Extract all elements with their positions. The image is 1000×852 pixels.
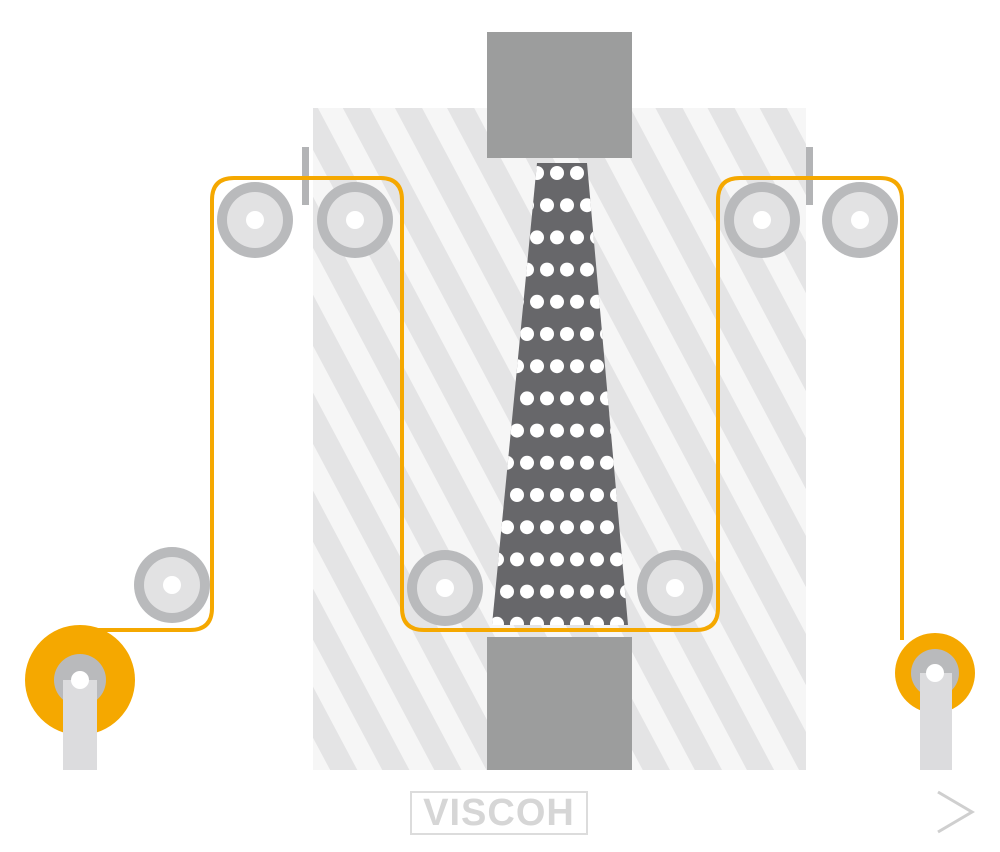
perforation-hole [550,423,564,438]
perforation-hole [540,584,554,599]
perforation-hole [590,616,604,625]
perforation-hole [570,230,584,245]
perforation-hole [570,423,584,438]
perforation-hole [590,552,604,567]
perforation-hole [510,616,524,625]
perforation-hole [540,262,554,277]
perforation-hole [600,584,614,599]
perforation-hole [530,423,544,438]
perforation-hole [520,520,534,535]
perforation-hole [540,198,554,213]
perforation-hole [570,552,584,567]
perforation-hole [610,616,624,625]
perforation-hole [560,327,574,341]
perforation-hole [540,455,554,470]
perforation-hole [520,391,534,406]
perforation-hole [540,520,554,535]
guide-roller [134,547,210,623]
perforation-hole [550,166,564,180]
guide-roller [407,550,483,626]
perforation-hole [580,262,594,277]
perforation-hole [510,552,524,567]
perforation-hole [550,488,564,502]
perforation-hole [550,359,564,374]
web-path [80,176,904,640]
perforation-hole [590,488,604,502]
perforation-hole [520,455,534,470]
perforation-hole [560,584,574,599]
perforation-hole [500,520,514,535]
perforation-hole [530,616,544,625]
guide-roller [637,550,713,626]
perforation-hole [610,552,624,567]
perforation-hole [500,584,514,599]
perforation-hole [540,327,554,341]
perforation-hole [510,423,524,438]
perforation-hole [580,455,594,470]
perforation-hole [550,552,564,567]
guide-roller [724,182,800,258]
perforation-hole [550,230,564,245]
guide-roller [822,182,898,258]
perforation-hole [530,488,544,502]
perforation-hole [570,359,584,374]
takeup-reel [895,633,975,770]
perforation-hole [560,262,574,277]
perforation-hole [580,584,594,599]
perforation-hole [580,520,594,535]
perforation-hole [540,391,554,406]
supply-reel [25,625,135,770]
perforation-hole [492,616,504,625]
bottom-block [487,637,632,770]
perforation-hole [510,488,524,502]
guide-roller [217,182,293,258]
perforation-hole [550,294,564,309]
perforation-hole [560,520,574,535]
perforation-hole [530,359,544,374]
perforation-hole [590,359,604,374]
top-block [487,32,632,158]
perforation-hole [570,616,584,625]
guide-roller [317,182,393,258]
perforation-hole [520,584,534,599]
perforation-hole [560,455,574,470]
perforation-hole [580,327,594,341]
perforation-hole [530,294,544,309]
perforation-hole [580,391,594,406]
perforation-hole [600,520,614,535]
perforation-hole [550,616,564,625]
perforation-hole [570,488,584,502]
viscoh-logo: VISCOH [410,791,588,835]
perforation-hole [590,423,604,438]
perforation-hole [560,198,574,213]
perforation-hole [560,391,574,406]
perforation-hole [520,327,534,341]
chevron-right-icon[interactable] [930,788,980,838]
perforation-hole [530,552,544,567]
perforation-hole [530,230,544,245]
perforation-hole [570,166,584,180]
perforation-hole [600,455,614,470]
perforation-hole [570,294,584,309]
